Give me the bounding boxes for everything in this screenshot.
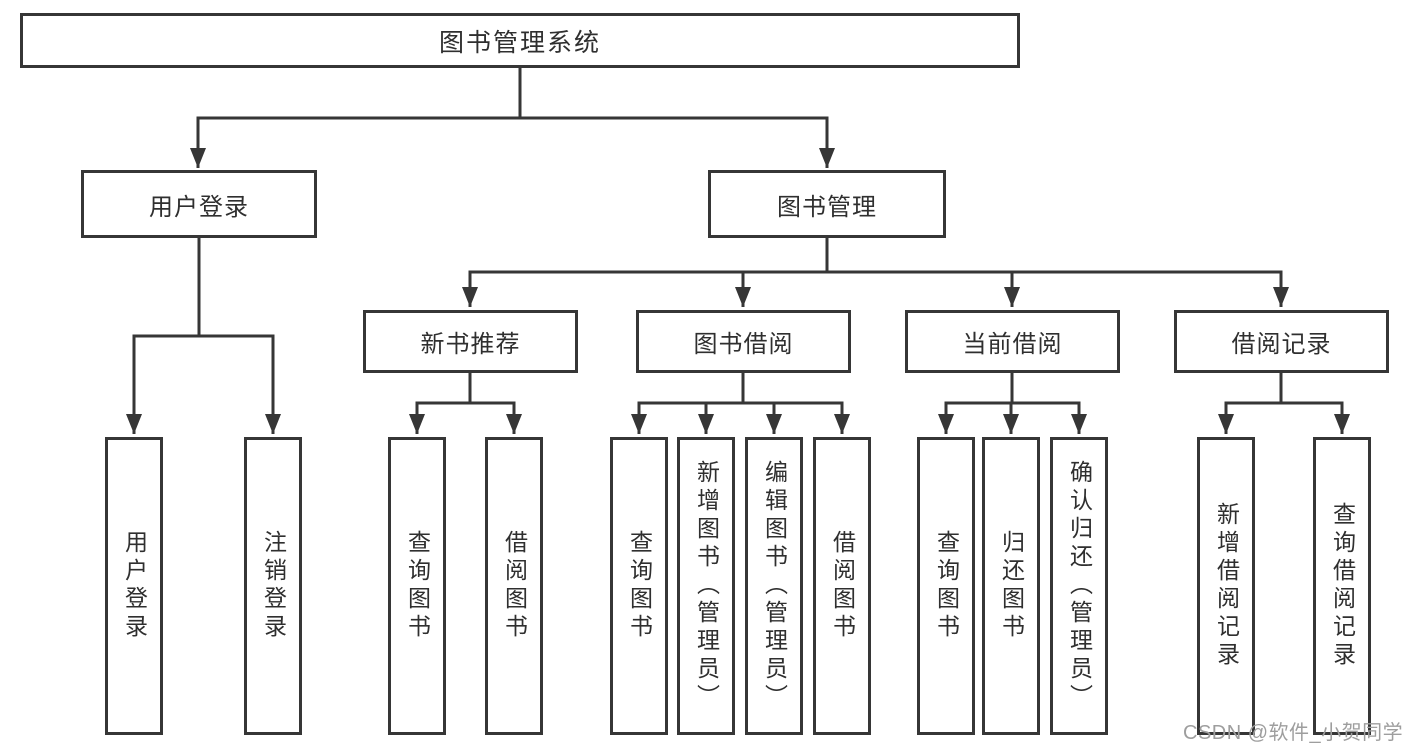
leaf-current-confirm-return-admin: 确认归还（管理员） bbox=[1050, 437, 1108, 735]
csdn-watermark: CSDN @软件_小贺同学 bbox=[1183, 722, 1404, 744]
edge-current-borrowing-to-children bbox=[938, 373, 1087, 434]
leaf-records-add-borrow-record: 新增借阅记录 bbox=[1197, 437, 1255, 735]
leaf-current-return-books: 归还图书 bbox=[982, 437, 1040, 735]
edge-book-borrowing-to-children bbox=[631, 373, 850, 434]
leaf-logout: 注销登录 bbox=[244, 437, 302, 735]
leaf-borrowing-query-books: 查询图书 bbox=[610, 437, 668, 735]
leaf-borrowing-add-books-admin: 新增图书（管理员） bbox=[677, 437, 735, 735]
leaf-recommend-borrow-books: 借阅图书 bbox=[485, 437, 543, 735]
node-book-management: 图书管理 bbox=[708, 170, 946, 238]
node-current-borrowing: 当前借阅 bbox=[905, 310, 1120, 373]
leaf-borrowing-edit-books-admin: 编辑图书（管理员） bbox=[745, 437, 803, 735]
edge-book-management-to-level3 bbox=[462, 238, 1289, 307]
leaf-borrowing-borrow-books: 借阅图书 bbox=[813, 437, 871, 735]
leaf-current-query-books: 查询图书 bbox=[917, 437, 975, 735]
node-borrow-records: 借阅记录 bbox=[1174, 310, 1389, 373]
leaf-records-query-borrow-record: 查询借阅记录 bbox=[1313, 437, 1371, 735]
node-user-login: 用户登录 bbox=[81, 170, 317, 238]
edge-new-book-recommend-to-children bbox=[409, 373, 522, 434]
node-new-book-recommend: 新书推荐 bbox=[363, 310, 578, 373]
node-book-borrowing: 图书借阅 bbox=[636, 310, 851, 373]
edge-borrow-records-to-children bbox=[1218, 373, 1350, 434]
edge-user-login-to-children bbox=[126, 238, 281, 434]
leaf-recommend-query-books: 查询图书 bbox=[388, 437, 446, 735]
edge-root-to-level2 bbox=[190, 68, 835, 168]
leaf-user-login: 用户登录 bbox=[105, 437, 163, 735]
node-root-library-management-system: 图书管理系统 bbox=[20, 13, 1020, 68]
